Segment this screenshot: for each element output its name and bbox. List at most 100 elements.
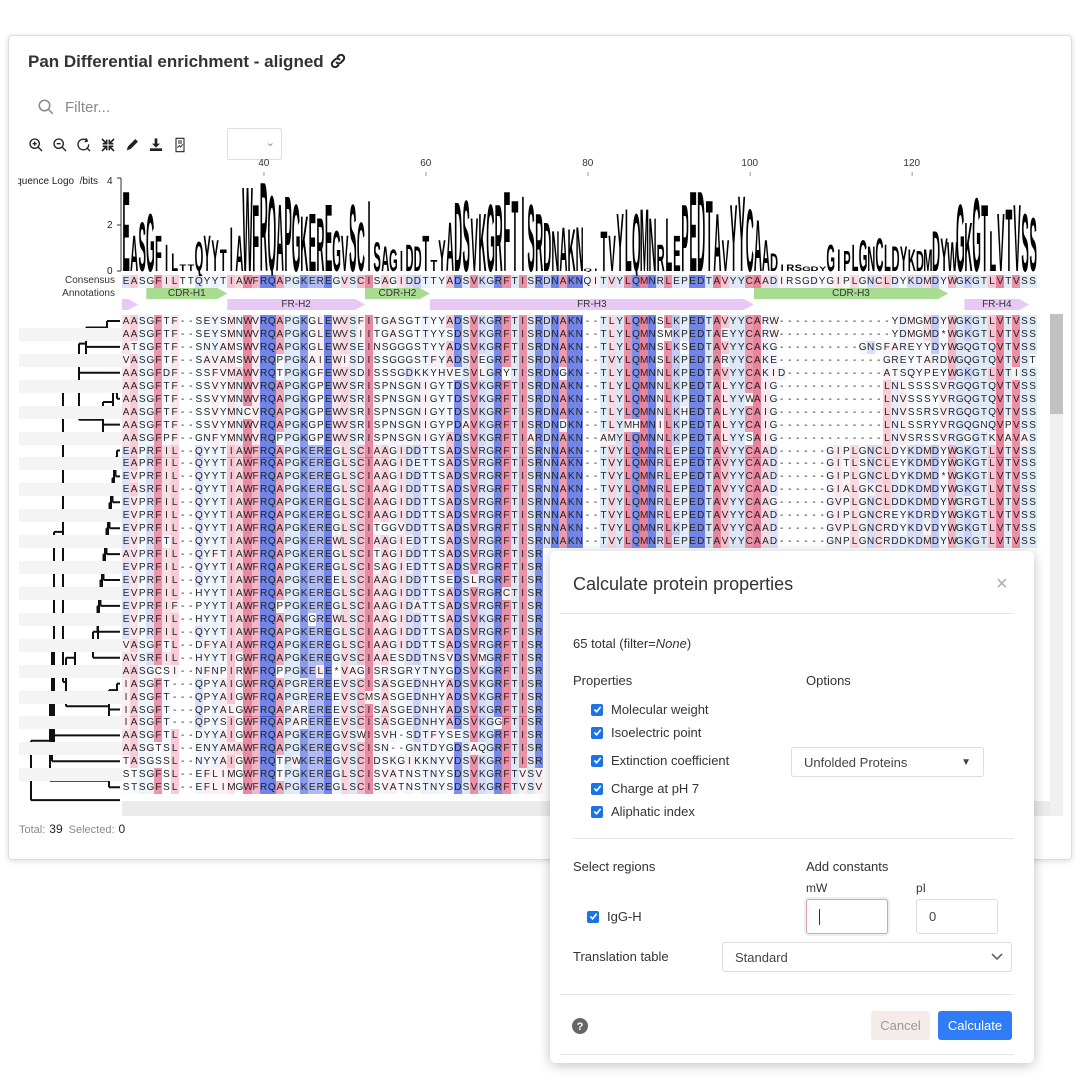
close-icon[interactable]: × <box>996 573 1008 595</box>
zoom-in-icon[interactable] <box>27 136 45 154</box>
selected-count: 0 <box>118 822 126 836</box>
logo-letter: K <box>568 218 576 276</box>
logo-letter: E <box>122 174 129 276</box>
region-checkbox-igg-h[interactable]: IgG-H <box>587 909 642 924</box>
logo-letter: I <box>837 243 840 276</box>
logo-letter: N <box>576 214 584 276</box>
property-checkbox[interactable]: Charge at pH 7 <box>591 781 699 796</box>
checkbox-checked-icon[interactable] <box>591 703 603 716</box>
checkbox-checked-icon[interactable] <box>587 910 599 923</box>
fit-icon[interactable] <box>99 136 117 154</box>
report-icon[interactable] <box>171 136 189 154</box>
logo-letter: Y <box>211 231 219 276</box>
cancel-button[interactable]: Cancel <box>871 1011 930 1040</box>
annotation-fr-h4[interactable]: FR-H4 <box>964 299 1029 310</box>
logo-letter: A <box>276 187 284 276</box>
calculate-button[interactable]: Calculate <box>938 1011 1012 1040</box>
logo-letter: D <box>916 245 924 276</box>
filter-input[interactable]: Filter... <box>37 98 110 116</box>
property-checkbox[interactable]: Aliphatic index <box>591 804 695 819</box>
logo-letter: D <box>406 237 414 276</box>
link-icon[interactable] <box>329 52 347 70</box>
logo-letter: T <box>220 243 227 276</box>
extinction-option-select[interactable]: Unfolded Proteins▼ <box>791 747 984 777</box>
logo-letter: G <box>389 243 398 276</box>
property-checkbox[interactable]: Molecular weight <box>591 702 709 717</box>
view-select[interactable]: ⌄ <box>227 128 282 160</box>
reset-icon[interactable] <box>75 136 93 154</box>
logo-letter: D <box>770 249 778 276</box>
property-checkbox[interactable]: Isoelectric point <box>591 725 701 740</box>
logo-letter: L <box>852 237 859 276</box>
annotation-cdr-h1[interactable]: CDR-H1 <box>146 288 227 299</box>
checkbox-checked-icon[interactable] <box>591 805 603 818</box>
logo-letter: Q <box>195 236 204 276</box>
property-checkbox[interactable]: Extinction coefficient <box>591 753 729 768</box>
svg-text:?: ? <box>577 1021 584 1033</box>
pencil-icon[interactable] <box>123 136 141 154</box>
logo-letter: T <box>1006 192 1013 276</box>
checkbox-checked-icon[interactable] <box>591 754 603 767</box>
zoom-out-icon[interactable] <box>51 136 69 154</box>
total-label: Total: <box>19 824 46 836</box>
logo-letter: V <box>341 225 349 276</box>
annotation-fr-h3[interactable]: FR-H3 <box>430 299 754 310</box>
pi-input[interactable]: 0 <box>916 899 998 934</box>
annotation-cdr-h2[interactable]: CDR-H2 <box>365 288 430 299</box>
logo-letter: P <box>681 187 688 276</box>
filter-placeholder: Filter... <box>65 98 111 116</box>
checkbox-checked-icon[interactable] <box>591 782 603 795</box>
position-tick: 120 <box>903 158 921 176</box>
download-icon[interactable] <box>147 136 165 154</box>
mw-input[interactable] <box>806 899 888 934</box>
vertical-scrollbar[interactable] <box>1050 314 1063 816</box>
annotation-fr-h2[interactable]: FR-H2 <box>227 299 365 310</box>
annotation-region[interactable] <box>122 299 138 310</box>
logo-letter: A <box>235 225 243 276</box>
help-icon[interactable]: ? <box>572 1018 588 1034</box>
logo-letter: Y <box>738 175 745 276</box>
scrollbar-thumb[interactable] <box>1050 314 1063 414</box>
annotation-cdr-h3[interactable]: CDR-H3 <box>754 288 948 299</box>
translation-table-select[interactable]: Standard <box>722 942 1012 972</box>
checkbox-checked-icon[interactable] <box>591 726 603 739</box>
